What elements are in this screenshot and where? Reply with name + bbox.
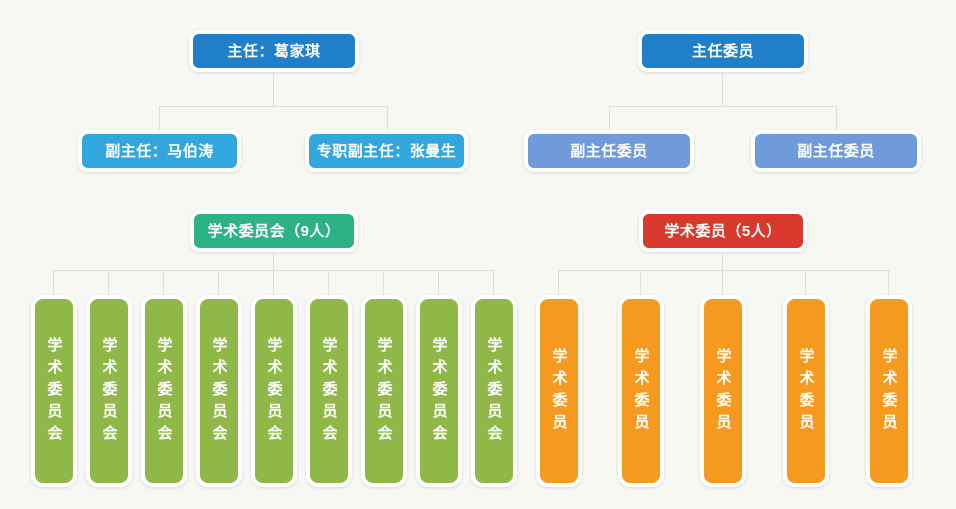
node-right-deputy-1[interactable]: 副主任委员 [524,130,694,172]
connector-right-member-drop-5 [888,270,889,298]
node-right-deputy-2[interactable]: 副主任委员 [751,130,921,172]
connector-left-member-drop-1 [53,270,54,298]
node-left-member-2[interactable]: 学术委员会 [86,295,132,487]
connector-right-committee-stem [722,252,723,270]
connector-left-member-drop-6 [328,270,329,298]
node-left-member-9[interactable]: 学术委员会 [471,295,517,487]
node-right-member-4[interactable]: 学术委员 [783,295,829,487]
node-right-root[interactable]: 主任委员 [638,30,808,72]
connector-right-member-drop-1 [558,270,559,298]
connector-left-root-stem [273,72,274,106]
connector-left-member-drop-5 [273,270,274,298]
connector-left-member-drop-3 [163,270,164,298]
connector-right-member-drop-2 [640,270,641,298]
node-left-committee[interactable]: 学术委员会（9人） [190,210,358,252]
node-left-member-6[interactable]: 学术委员会 [306,295,352,487]
node-left-member-7[interactable]: 学术委员会 [361,295,407,487]
node-left-member-3[interactable]: 学术委员会 [141,295,187,487]
connector-right-root-stem [722,72,723,106]
node-right-member-1[interactable]: 学术委员 [536,295,582,487]
connector-left-member-drop-2 [108,270,109,298]
node-left-deputy-1[interactable]: 副主任：马伯涛 [78,130,241,172]
connector-right-member-drop-4 [805,270,806,298]
node-left-member-4[interactable]: 学术委员会 [196,295,242,487]
node-left-deputy-2[interactable]: 专职副主任：张曼生 [305,130,468,172]
node-right-member-5[interactable]: 学术委员 [866,295,912,487]
node-left-member-5[interactable]: 学术委员会 [251,295,297,487]
connector-right-deputy-drop-2 [836,106,837,130]
connector-left-member-drop-8 [438,270,439,298]
node-left-member-8[interactable]: 学术委员会 [416,295,462,487]
connector-right-member-bus [558,270,888,271]
node-left-member-1[interactable]: 学术委员会 [31,295,77,487]
node-right-committee[interactable]: 学术委员（5人） [639,210,807,252]
connector-left-deputy-drop-2 [387,106,388,130]
connector-left-member-drop-9 [493,270,494,298]
connector-right-deputy-drop-1 [609,106,610,130]
connector-left-committee-stem [273,252,274,270]
node-right-member-3[interactable]: 学术委员 [700,295,746,487]
connector-right-member-drop-3 [722,270,723,298]
connector-left-member-drop-4 [218,270,219,298]
node-left-root[interactable]: 主任：葛家琪 [189,30,359,72]
connector-left-deputy-bus [159,106,388,107]
connector-left-deputy-drop-1 [159,106,160,130]
connector-right-deputy-bus [609,106,837,107]
node-right-member-2[interactable]: 学术委员 [618,295,664,487]
connector-left-member-drop-7 [383,270,384,298]
